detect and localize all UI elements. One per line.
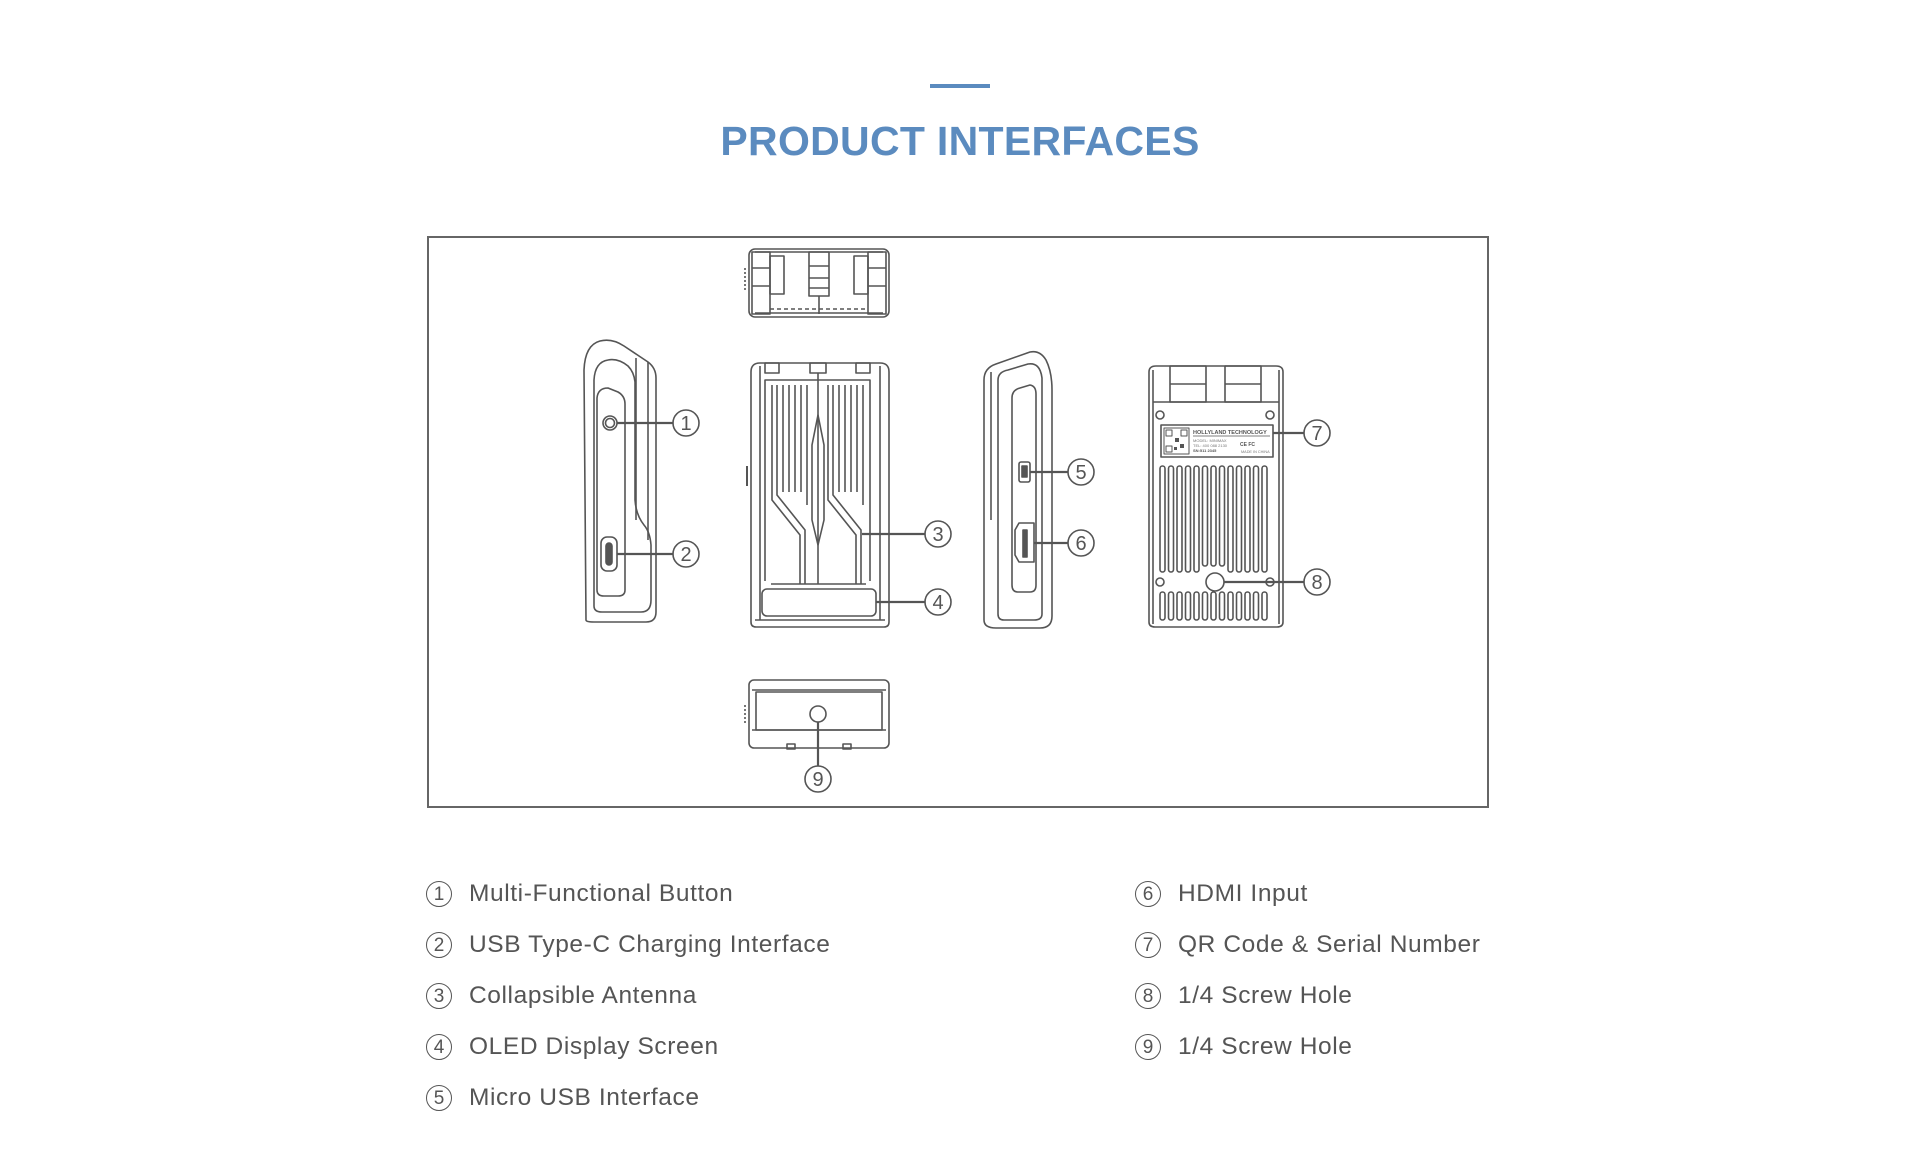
legend-number: 5 [426, 1084, 452, 1111]
legend-label: QR Code & Serial Number [1178, 930, 1481, 958]
legend-item: 3 Collapsible Antenna [426, 970, 830, 1021]
title-accent-bar [930, 84, 990, 88]
legend-number: 7 [1135, 931, 1161, 958]
legend-left: 1 Multi-Functional Button 2 USB Type-C C… [426, 868, 830, 1123]
legend-label: Micro USB Interface [469, 1083, 700, 1111]
legend-label: OLED Display Screen [469, 1032, 719, 1060]
legend-label: Collapsible Antenna [469, 981, 697, 1009]
diagram-frame [427, 236, 1489, 808]
legend-item: 5 Micro USB Interface [426, 1072, 830, 1123]
legend-item: 6 HDMI Input [1135, 868, 1480, 919]
legend-number: 4 [426, 1033, 452, 1060]
legend-number: 3 [426, 982, 452, 1009]
legend-item: 2 USB Type-C Charging Interface [426, 919, 830, 970]
legend-right: 6 HDMI Input 7 QR Code & Serial Number 8… [1135, 868, 1480, 1072]
legend-label: 1/4 Screw Hole [1178, 981, 1353, 1009]
legend-number: 9 [1135, 1033, 1161, 1060]
legend-label: Multi-Functional Button [469, 879, 734, 907]
legend-item: 7 QR Code & Serial Number [1135, 919, 1480, 970]
legend-item: 8 1/4 Screw Hole [1135, 970, 1480, 1021]
legend-label: USB Type-C Charging Interface [469, 930, 831, 958]
legend-label: HDMI Input [1178, 879, 1308, 907]
legend-number: 1 [426, 880, 452, 907]
legend-item: 9 1/4 Screw Hole [1135, 1021, 1480, 1072]
legend-label: 1/4 Screw Hole [1178, 1032, 1353, 1060]
legend-number: 2 [426, 931, 452, 958]
legend-item: 4 OLED Display Screen [426, 1021, 830, 1072]
legend-number: 6 [1135, 880, 1161, 907]
legend-item: 1 Multi-Functional Button [426, 868, 830, 919]
legend-number: 8 [1135, 982, 1161, 1009]
page-title: PRODUCT INTERFACES [720, 118, 1200, 164]
